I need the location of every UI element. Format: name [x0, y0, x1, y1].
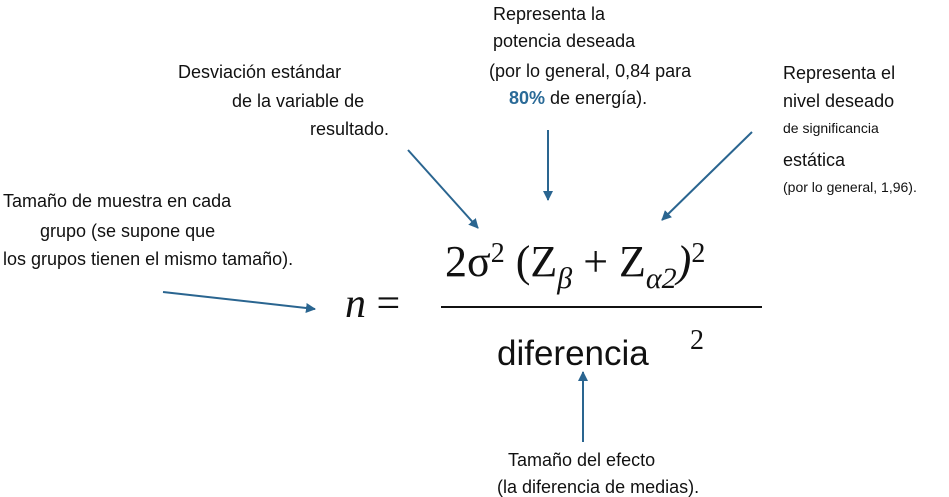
power-label-1: Representa la: [493, 4, 606, 24]
effect-label-2: (la diferencia de medias).: [497, 477, 700, 497]
denominator: diferencia: [497, 334, 649, 373]
n-label-2: grupo (se supone que: [40, 221, 216, 241]
close-paren: ): [676, 237, 692, 286]
numerator: 2σ2 (Zβ + Zα2)2: [445, 230, 705, 303]
numerator-power: 2: [691, 238, 706, 269]
equals-sign: =: [376, 281, 401, 327]
sd-label-2: de la variable de: [232, 91, 365, 111]
two-sigma: 2σ: [445, 237, 491, 286]
formula-lhs: n =: [345, 282, 400, 326]
n-label-3: los grupos tienen el mismo tamaño).: [3, 249, 294, 269]
sigma-squared: 2: [490, 238, 505, 269]
arrow-sd: [407, 149, 479, 229]
z-beta: (Z: [515, 237, 558, 286]
alpha-label-1: Representa el: [783, 63, 896, 83]
n-label-1: Tamaño de muestra en cada: [3, 191, 232, 211]
sd-label-1: Desviación estándar: [178, 62, 342, 82]
power-highlight: 80%: [509, 88, 546, 108]
alpha-label-5: (por lo general, 1,96).: [783, 179, 917, 195]
alpha-label-3: de significancia: [783, 120, 879, 136]
alpha-label-2: nivel deseado: [783, 91, 895, 111]
denominator-power: 2: [690, 325, 704, 356]
power-label-2: potencia deseada: [493, 31, 636, 51]
arrow-n: [162, 291, 316, 313]
power-label-3: (por lo general, 0,84 para: [489, 61, 692, 81]
alpha-label-4: estática: [783, 150, 846, 170]
effect-label-1: Tamaño del efecto: [508, 450, 656, 470]
power-label-4: 80% de energía).: [509, 88, 647, 108]
plus-z-alpha: + Z: [583, 237, 646, 286]
power-label-4-rest: de energía).: [545, 88, 648, 108]
arrow-alpha: [661, 131, 753, 221]
sd-label-3: resultado.: [310, 119, 390, 139]
n-symbol: n: [345, 281, 366, 327]
beta-subscript: β: [557, 262, 573, 295]
alpha2-subscript: α2: [645, 262, 677, 295]
